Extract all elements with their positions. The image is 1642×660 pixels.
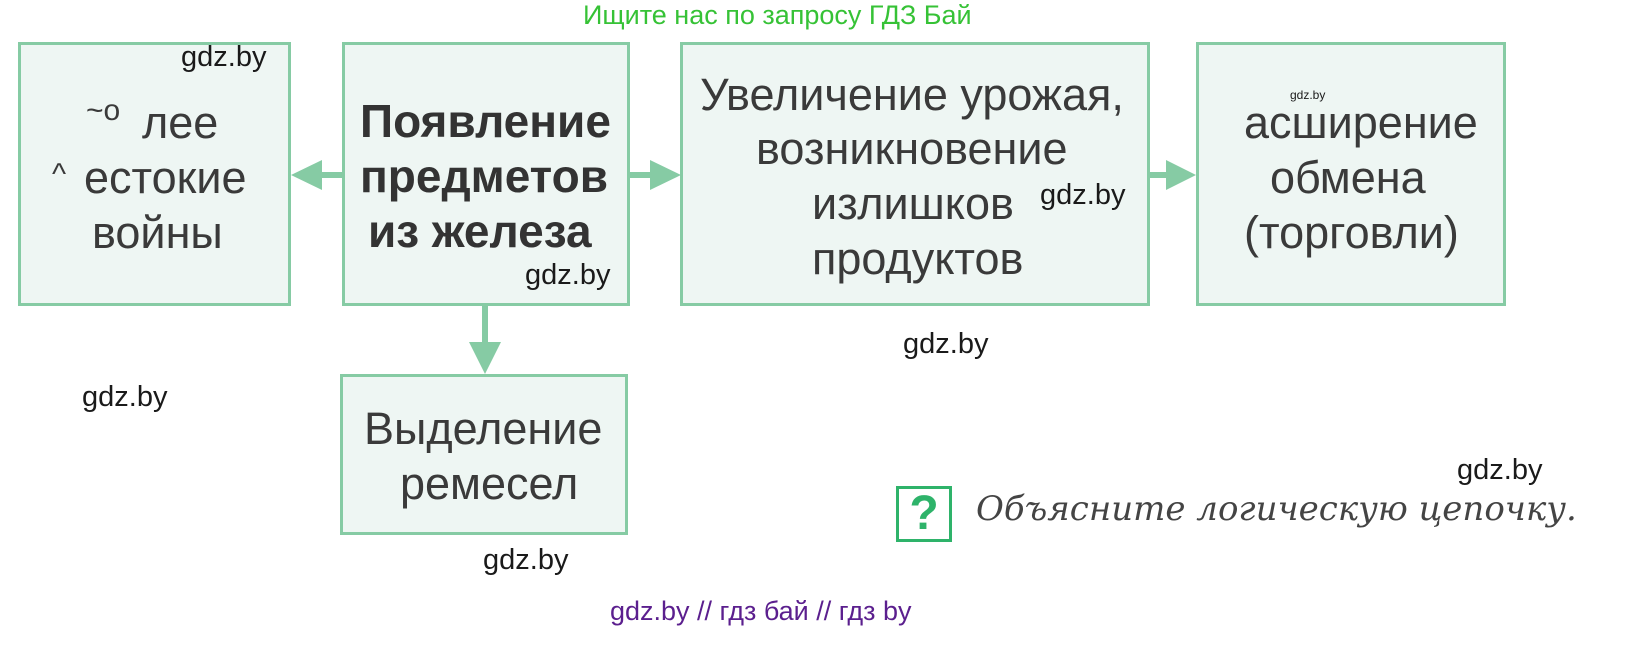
watermark: gdz.by: [1290, 88, 1326, 102]
arrow-to-trade-head: [1166, 160, 1196, 190]
arrow-to-wars-head: [291, 160, 322, 190]
wars-mark-tilde: ~o: [86, 94, 121, 127]
box-wars: [18, 42, 291, 306]
watermark: gdz.by: [903, 328, 989, 360]
question-text: Объясните логическую цепочку.: [976, 489, 1577, 529]
footer-links: gdz.by // гдз бай // гдз by: [610, 596, 912, 626]
crafts-line-2: ремесел: [400, 458, 579, 509]
question-icon-glyph: ?: [909, 487, 939, 540]
watermark: gdz.by: [1457, 454, 1543, 486]
trade-line-2: обмена: [1270, 152, 1426, 203]
harvest-line-2: возникновение: [756, 123, 1068, 174]
iron-line-1: Появление: [360, 95, 611, 147]
trade-line-1: асширение: [1244, 97, 1478, 148]
harvest-line-3: излишков: [812, 178, 1014, 229]
box-iron: [342, 42, 630, 306]
wars-line-1: лее: [142, 97, 219, 148]
crafts-line-1: Выделение: [364, 403, 603, 454]
watermark: gdz.by: [1040, 179, 1126, 211]
question-mark-icon: ?: [896, 486, 952, 542]
iron-line-3: из железа: [368, 205, 592, 257]
top-banner: Ищите нас по запросу ГДЗ Бай: [583, 0, 972, 30]
box-trade: [1196, 42, 1506, 306]
watermark: gdz.by: [82, 381, 168, 413]
trade-line-3: (торговли): [1244, 207, 1459, 258]
watermark: gdz.by: [181, 41, 267, 73]
wars-line-3: войны: [92, 207, 223, 258]
arrow-to-harvest-head: [650, 160, 681, 190]
wars-mark-caret: ^: [52, 158, 67, 191]
iron-line-2: предметов: [360, 150, 608, 202]
watermark: gdz.by: [483, 544, 569, 576]
harvest-line-4: продуктов: [812, 233, 1024, 284]
wars-line-2: естокие: [84, 152, 247, 203]
arrow-to-crafts-head: [469, 342, 501, 374]
box-harvest: [680, 42, 1150, 306]
watermark: gdz.by: [525, 259, 611, 291]
box-crafts: [340, 374, 628, 535]
harvest-line-1: Увеличение урожая,: [700, 69, 1124, 120]
